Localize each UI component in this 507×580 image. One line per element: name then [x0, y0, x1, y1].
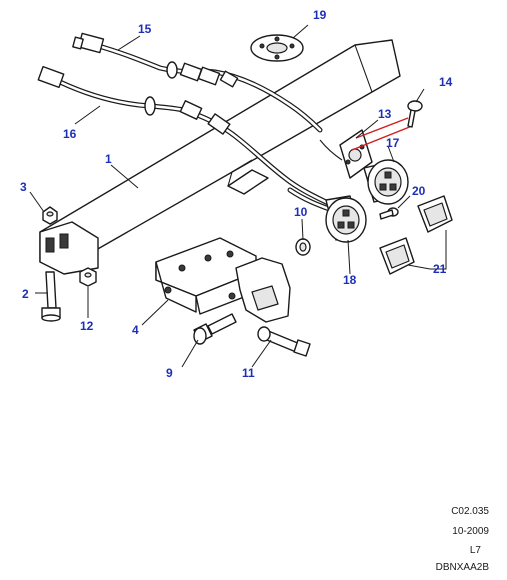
callout-2: 2 [22, 287, 29, 301]
bolt-9 [193, 313, 237, 345]
socket-cover-lower [379, 237, 415, 275]
reference-level: L7 [469, 545, 481, 556]
callout-15: 15 [138, 22, 152, 36]
callout-21: 21 [433, 262, 447, 276]
tow-bar-beam [39, 39, 401, 275]
callout-labels: 1 2 3 4 9 10 11 12 13 14 15 16 17 18 19 … [20, 8, 453, 380]
screw-20 [379, 207, 399, 220]
grommet-19 [250, 34, 304, 62]
callout-20: 20 [412, 184, 426, 198]
reference-code: C02.035 [451, 506, 489, 517]
nut-10 [295, 238, 311, 256]
socket-bracket-13 [319, 117, 413, 179]
tow-hitch-bracket [155, 237, 291, 323]
nut-3 [42, 206, 58, 225]
socket-cover-upper [417, 195, 453, 233]
callout-10: 10 [294, 205, 308, 219]
callout-16: 16 [63, 127, 77, 141]
callout-17: 17 [386, 136, 400, 150]
electrical-socket-17 [363, 159, 409, 205]
upper-wiring-harness [72, 32, 323, 133]
callout-13: 13 [378, 107, 392, 121]
callout-9: 9 [166, 366, 173, 380]
callout-11: 11 [242, 366, 255, 380]
callout-3: 3 [20, 180, 27, 194]
callout-19: 19 [313, 8, 327, 22]
electrical-socket-18 [287, 187, 367, 243]
bolt-11 [257, 326, 311, 357]
reference-date: 10-2009 [452, 526, 489, 537]
reference-image-id: DBNXAA2B [435, 562, 489, 573]
leader-lines [29, 24, 447, 368]
callout-18: 18 [343, 273, 357, 287]
nut-12 [79, 267, 97, 287]
callout-14: 14 [439, 75, 453, 89]
callout-1: 1 [105, 152, 112, 166]
bolt-2 [41, 271, 61, 322]
lower-wiring-harness [37, 65, 333, 207]
screw-14 [407, 100, 423, 128]
callout-4: 4 [132, 323, 139, 337]
callout-12: 12 [80, 319, 94, 333]
